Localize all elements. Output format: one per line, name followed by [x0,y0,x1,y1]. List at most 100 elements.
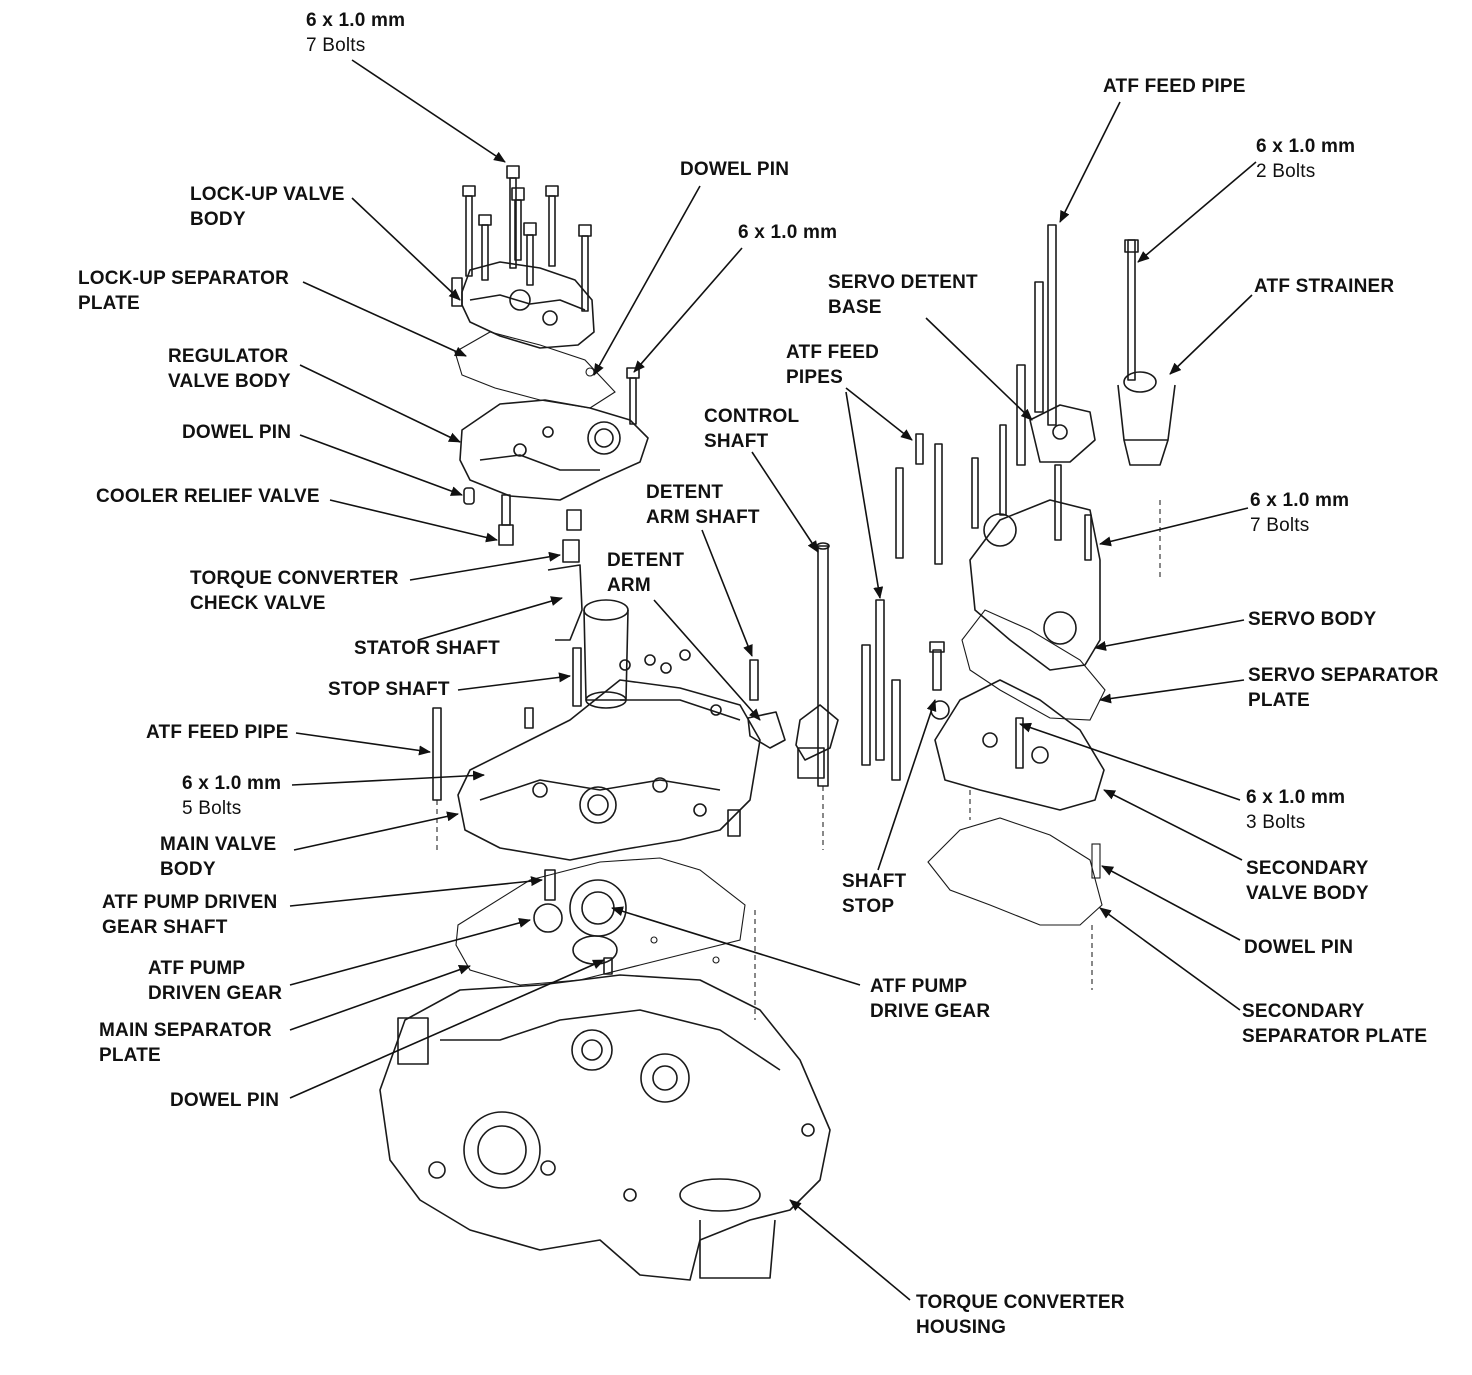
label-line: MAIN SEPARATOR [99,1020,272,1041]
label-line: DOWEL PIN [170,1090,280,1111]
label-line: 6 x 1.0 mm [1256,136,1356,157]
label-line: 6 x 1.0 mm [1246,787,1346,808]
label-line: 6 x 1.0 mm [1250,490,1350,511]
label-line: ATF FEED [786,342,880,363]
label-line: SHAFT [842,871,907,892]
label-bolt-single: 6 x 1.0 mm [738,220,837,245]
label-stop-shaft: STOP SHAFT [328,677,450,702]
label-line: 5 Bolts [182,798,242,819]
label-line: SECONDARY [1246,858,1369,879]
leader-lines [289,59,1257,1301]
label-lockup-separator-plate: LOCK-UP SEPARATOR PLATE [78,266,289,316]
label-main-separator-plate: MAIN SEPARATOR PLATE [99,1018,272,1068]
atf-strainer-shape [1117,239,1176,466]
label-atf-feed-pipe-left: ATF FEED PIPE [146,720,289,745]
label-line: DOWEL PIN [182,422,292,443]
label-line: MAIN VALVE [160,834,277,855]
label-line: 7 Bolts [1250,515,1310,536]
label-line: CHECK VALVE [190,593,326,614]
label-line: ATF PUMP DRIVEN [102,892,278,913]
servo-body-shape [969,424,1101,671]
label-bolts-secondary: 6 x 1.0 mm 3 Bolts [1246,785,1345,835]
label-bolts-lockup: 6 x 1.0 mm 7 Bolts [306,8,405,58]
label-line: 6 x 1.0 mm [738,222,838,243]
label-lockup-valve-body: LOCK-UP VALVE BODY [190,182,345,232]
label-line: ATF PUMP [870,976,968,997]
label-regulator-valve-body: REGULATOR VALVE BODY [168,344,291,394]
label-line: DETENT [646,482,724,503]
label-shaft-stop: SHAFT STOP [842,869,906,919]
pump-gears-shape [533,869,627,975]
label-line: TORQUE CONVERTER [916,1292,1125,1313]
label-line: SECONDARY [1242,1001,1365,1022]
label-line: SEPARATOR PLATE [1242,1026,1428,1047]
label-line: STATOR SHAFT [354,638,500,659]
label-line: TORQUE CONVERTER [190,568,399,589]
label-bolts-main: 6 x 1.0 mm 5 Bolts [182,771,281,821]
label-line: 6 x 1.0 mm [306,10,406,31]
lockup-separator-plate-shape [454,331,616,409]
label-line: BASE [828,297,882,318]
label-torque-converter-housing: TORQUE CONVERTER HOUSING [916,1290,1125,1340]
label-line: PLATE [78,293,140,314]
label-servo-detent-base: SERVO DETENT BASE [828,270,978,320]
label-line: SERVO SEPARATOR [1248,665,1439,686]
label-line: PLATE [1248,690,1310,711]
small-valves [463,487,582,563]
label-dowel-pin-top: DOWEL PIN [680,157,789,182]
label-bolts-servo-top: 6 x 1.0 mm 2 Bolts [1256,134,1355,184]
label-dowel-pin-right: DOWEL PIN [1244,935,1353,960]
label-line: SERVO BODY [1248,609,1377,630]
label-servo-body: SERVO BODY [1248,607,1376,632]
label-line: ARM [607,575,651,596]
label-pump-driven-gear: ATF PUMP DRIVEN GEAR [148,956,282,1006]
lockup-bolts [462,165,592,312]
label-line: SHAFT [704,431,769,452]
label-line: PLATE [99,1045,161,1066]
main-valve-body-shape [432,649,761,861]
label-dowel-pin-bottom: DOWEL PIN [170,1088,279,1113]
label-stator-shaft: STATOR SHAFT [354,636,500,661]
label-line: 6 x 1.0 mm [182,773,282,794]
label-line: LOCK-UP SEPARATOR [78,268,290,289]
label-line: ATF FEED PIPE [146,722,289,743]
label-line: BODY [160,859,216,880]
label-line: ATF FEED PIPE [1103,76,1246,97]
label-line: STOP SHAFT [328,679,450,700]
label-line: DRIVEN GEAR [148,983,283,1004]
torque-converter-housing-shape [379,974,831,1281]
secondary-separator-plate-shape [927,817,1103,926]
label-line: ATF STRAINER [1254,276,1395,297]
label-line: DETENT [607,550,685,571]
label-control-shaft: CONTROL SHAFT [704,404,799,454]
guide-lines-right [969,500,1161,990]
regulator-valve-body-shape [459,367,649,501]
label-line: HOUSING [916,1317,1007,1338]
label-servo-separator-plate: SERVO SEPARATOR PLATE [1248,663,1439,713]
label-line: DOWEL PIN [680,159,790,180]
label-line: DRIVE GEAR [870,1001,991,1022]
label-line: STOP [842,896,895,917]
label-tc-check-valve: TORQUE CONVERTER CHECK VALVE [190,566,399,616]
label-line: DOWEL PIN [1244,937,1354,958]
label-line: BODY [190,209,246,230]
label-dowel-pin-left: DOWEL PIN [182,420,291,445]
main-separator-plate-shape [455,857,746,986]
label-line: LOCK-UP VALVE [190,184,345,205]
label-line: VALVE BODY [1246,883,1369,904]
label-main-valve-body: MAIN VALVE BODY [160,832,276,882]
lockup-valve-body-shape [451,261,595,349]
label-line: 3 Bolts [1246,812,1306,833]
label-line: REGULATOR [168,346,289,367]
label-line: VALVE BODY [168,371,291,392]
label-pump-drive-gear: ATF PUMP DRIVE GEAR [870,974,990,1024]
label-line: ATF PUMP [148,958,246,979]
label-line: SERVO DETENT [828,272,978,293]
label-cooler-relief-valve: COOLER RELIEF VALVE [96,484,320,509]
label-bolts-servo: 6 x 1.0 mm 7 Bolts [1250,488,1349,538]
label-secondary-valve-body: SECONDARY VALVE BODY [1246,856,1369,906]
control-shaft-shape [795,542,839,787]
guide-lines-left [436,786,824,1020]
